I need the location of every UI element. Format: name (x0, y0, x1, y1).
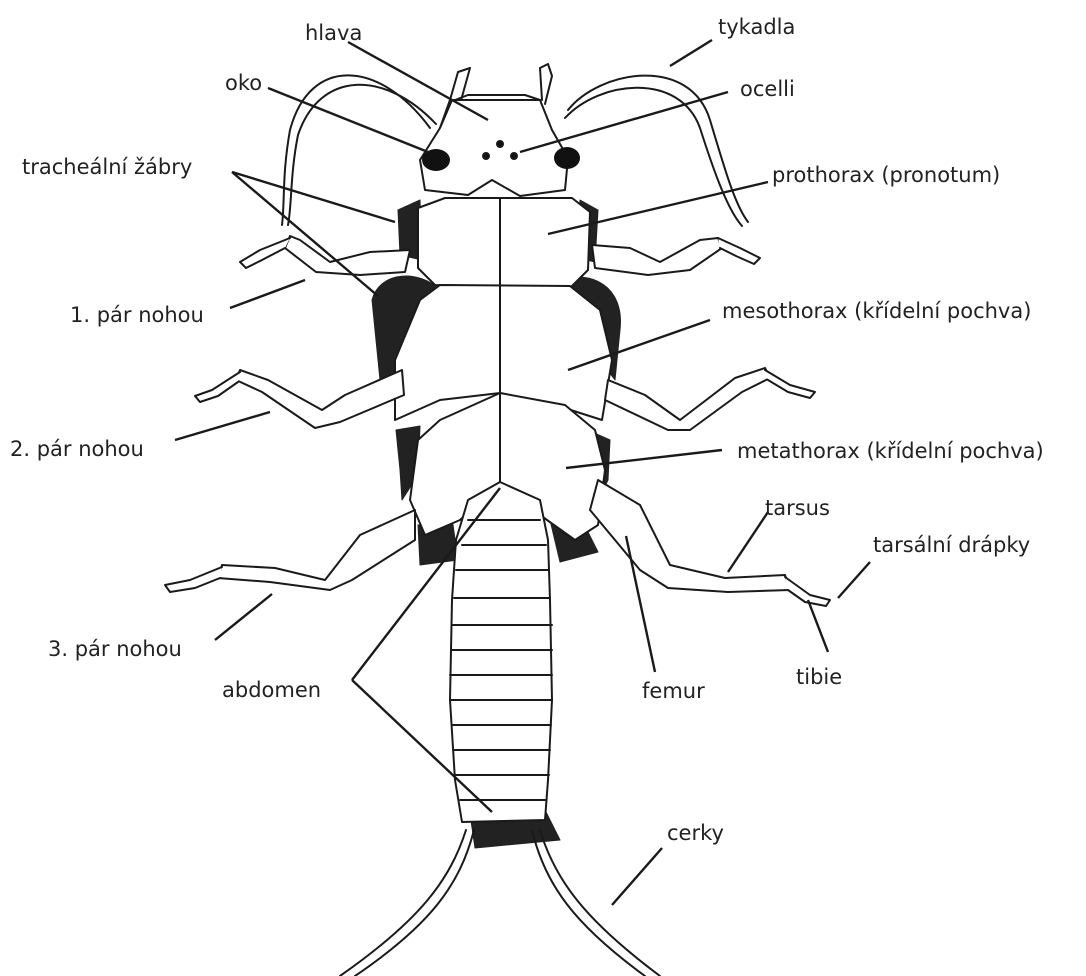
leader-tykadla (670, 40, 712, 66)
leader-cerky (612, 848, 662, 905)
ocellus-icon (483, 153, 489, 159)
label-tarsal-claws: tarsální drápky (873, 533, 1030, 557)
label-leg-pair-3: 3. pár nohou (48, 637, 182, 661)
leader-gills-1 (232, 172, 395, 222)
label-tarsus: tarsus (765, 496, 830, 520)
leader-gills-2 (232, 172, 378, 296)
label-cerky: cerky (667, 821, 724, 845)
leader-tibie (808, 600, 828, 652)
leader-leg1 (230, 280, 305, 308)
head (420, 95, 580, 196)
label-metathorax: metathorax (křídelní pochva) (737, 439, 1044, 463)
prothorax (418, 198, 590, 288)
label-tracheal-gills: tracheální žábry (22, 155, 192, 179)
leader-tarsus (728, 512, 768, 572)
label-leg-pair-2: 2. pár nohou (10, 437, 144, 461)
label-femur: femur (642, 679, 705, 703)
label-mesothorax: mesothorax (křídelní pochva) (722, 299, 1031, 323)
leader-leg3 (215, 594, 272, 640)
label-prothorax: prothorax (pronotum) (772, 163, 1000, 187)
right-eye-icon (554, 147, 580, 169)
label-oko: oko (225, 71, 262, 95)
label-hlava: hlava (305, 21, 362, 45)
leader-claws (838, 562, 870, 598)
label-tibie: tibie (796, 665, 842, 689)
leader-leg2 (175, 412, 270, 440)
label-leg-pair-1: 1. pár nohou (70, 303, 204, 327)
cerci (340, 830, 660, 976)
label-ocelli: ocelli (740, 77, 795, 101)
label-tykadla: tykadla (718, 15, 795, 39)
label-abdomen: abdomen (222, 678, 321, 702)
